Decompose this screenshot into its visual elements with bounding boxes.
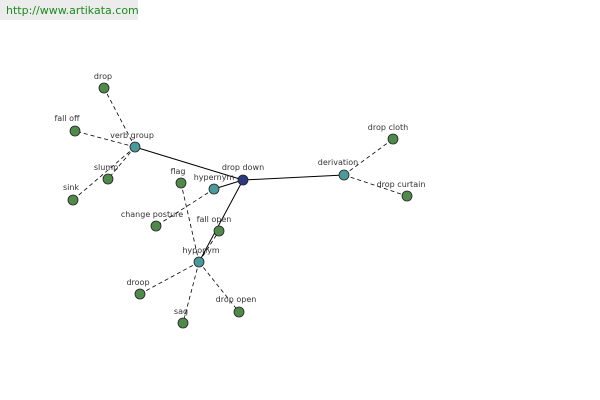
edge-hyponym-to-sag	[182, 261, 200, 324]
node-label: slump	[94, 163, 118, 172]
edge-derivation-to-drop-cloth	[343, 138, 394, 176]
node-sink[interactable]: sink	[63, 183, 79, 206]
node-label: flag	[170, 167, 185, 176]
node-label: sag	[174, 307, 188, 316]
node-drop-cloth[interactable]: drop cloth	[368, 123, 408, 145]
node-flag[interactable]: flag	[170, 167, 187, 189]
node-drop-down[interactable]: drop down	[222, 163, 264, 186]
node-label: derivation	[318, 158, 358, 167]
leaf-node-dot[interactable]	[69, 125, 81, 137]
edge-verb-group-to-fall-off	[74, 130, 136, 148]
node-label: drop cloth	[368, 123, 408, 132]
edge-drop-down-to-derivation	[242, 174, 345, 181]
site-url-banner[interactable]: http://www.artikata.com	[0, 0, 139, 20]
leaf-node-dot[interactable]	[67, 194, 79, 206]
node-verb-group[interactable]: verb group	[110, 131, 154, 153]
node-fall-open[interactable]: fall open	[197, 215, 232, 237]
node-droop[interactable]: droop	[126, 278, 150, 300]
node-label: drop down	[222, 163, 264, 172]
site-url-text[interactable]: http://www.artikata.com	[6, 4, 139, 17]
node-label: droop	[126, 278, 149, 287]
leaf-node-dot[interactable]	[401, 190, 413, 202]
node-derivation[interactable]: derivation	[318, 158, 358, 181]
leaf-node-dot[interactable]	[387, 133, 399, 145]
edge-hypernym-to-change-posture	[155, 188, 215, 227]
relation-node-dot[interactable]	[338, 169, 350, 181]
relation-node-dot[interactable]	[193, 256, 205, 268]
node-drop-open[interactable]: drop open	[216, 295, 257, 318]
node-drop[interactable]: drop	[94, 72, 112, 94]
relation-node-dot[interactable]	[208, 183, 220, 195]
edge-verb-group-to-sink	[72, 146, 136, 201]
node-hypernym[interactable]: hypernym	[194, 173, 235, 195]
relation-node-dot[interactable]	[129, 141, 141, 153]
node-label: drop open	[216, 295, 257, 304]
node-fall-off[interactable]: fall off	[54, 114, 81, 137]
leaf-node-dot[interactable]	[134, 288, 146, 300]
leaf-node-dot[interactable]	[150, 220, 162, 232]
leaf-node-dot[interactable]	[177, 317, 189, 329]
node-drop-curtain[interactable]: drop curtain	[377, 180, 426, 202]
edge-hyponym-to-fall-open	[198, 230, 220, 263]
node-sag[interactable]: sag	[174, 307, 189, 329]
node-change-posture[interactable]: change posture	[121, 210, 183, 232]
node-label: fall open	[197, 215, 232, 224]
edge-drop-down-to-hyponym	[198, 179, 244, 263]
node-label: verb group	[110, 131, 154, 140]
leaf-node-dot[interactable]	[102, 173, 114, 185]
node-label: change posture	[121, 210, 183, 219]
leaf-node-dot[interactable]	[233, 306, 245, 318]
node-label: drop curtain	[377, 180, 426, 189]
node-label: drop	[94, 72, 112, 81]
edge-hyponym-to-drop-open	[198, 261, 240, 313]
node-label: sink	[63, 183, 79, 192]
node-label: hypernym	[194, 173, 235, 182]
leaf-node-dot[interactable]	[175, 177, 187, 189]
node-hyponym[interactable]: hyponym	[182, 246, 220, 268]
center-node-dot[interactable]	[237, 174, 249, 186]
leaf-node-dot[interactable]	[98, 82, 110, 94]
edge-drop-down-to-verb-group	[134, 146, 244, 181]
node-label: hyponym	[182, 246, 220, 255]
leaf-node-dot[interactable]	[213, 225, 225, 237]
node-label: fall off	[54, 114, 80, 123]
node-slump[interactable]: slump	[94, 163, 118, 185]
